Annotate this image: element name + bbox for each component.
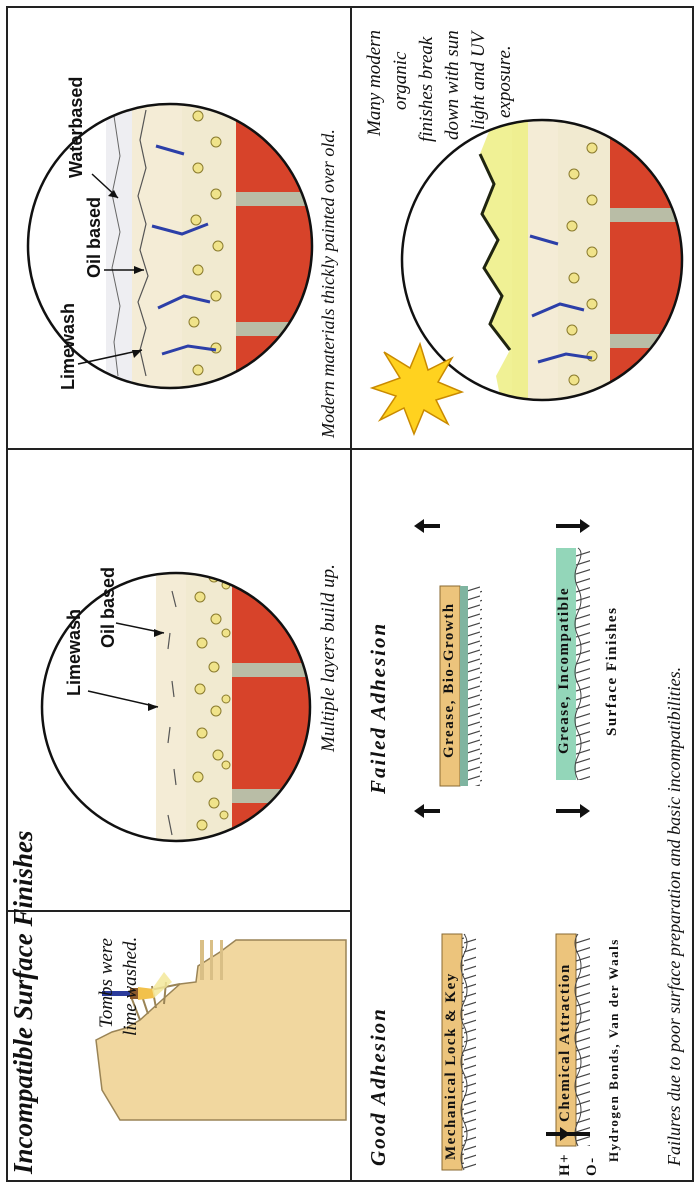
- grease-bio-label: Grease, Bio-Growth: [441, 602, 458, 758]
- layers-label-oilbased: Oil based: [98, 567, 119, 648]
- uv-caption-5: light and UV: [468, 32, 490, 130]
- divider-center-vertical: [6, 448, 694, 450]
- tomb-caption-2: lime washed.: [120, 937, 142, 1036]
- tomb-caption-1: Tombs were: [96, 938, 118, 1028]
- uv-caption-1: Many modern: [364, 30, 386, 136]
- adhesion-caption: Failures due to poor surface preparation…: [664, 667, 685, 1166]
- chemical-label: Chemical Attraction: [557, 963, 574, 1122]
- bonds-label: Hydrogen Bonds, Van der Waals: [606, 938, 622, 1162]
- layers-label-limewash: Limewash: [64, 609, 85, 696]
- layers-caption: Multiple layers build up.: [318, 564, 340, 752]
- uv-caption-4: down with sun: [442, 30, 464, 140]
- grease-incompat-label-1: Grease, Incompatible: [556, 587, 573, 754]
- panel-title: Incompatible Surface Finishes: [8, 830, 39, 1174]
- mechanical-label: Mechanical Lock & Key: [443, 972, 460, 1160]
- mortar-joint-2: [222, 663, 316, 677]
- brick-layer: [232, 555, 316, 855]
- tomb-illustration: [40, 912, 348, 1180]
- plaster-layer: [186, 555, 232, 855]
- h-plus-label: H+: [557, 1153, 574, 1176]
- uv-caption-6: exposure.: [494, 45, 516, 118]
- limewash-layer: [156, 555, 186, 855]
- uv-caption-2: organic: [390, 52, 412, 110]
- modern-label-oilbased: Oil based: [84, 197, 105, 278]
- good-adhesion-heading: Good Adhesion: [366, 1007, 391, 1166]
- grease-incompat-label-2: Surface Finishes: [604, 607, 621, 736]
- modern-label-waterbased: Waterbased: [66, 77, 87, 178]
- modern-label-limewash: Limewash: [58, 303, 79, 390]
- modern-caption: Modern materials thickly painted over ol…: [318, 129, 339, 438]
- o-minus-label: O-: [584, 1156, 601, 1176]
- failed-adhesion-heading: Failed Adhesion: [366, 622, 391, 794]
- uv-caption-3: finishes break: [416, 37, 438, 142]
- mortar-joint-1: [222, 789, 316, 803]
